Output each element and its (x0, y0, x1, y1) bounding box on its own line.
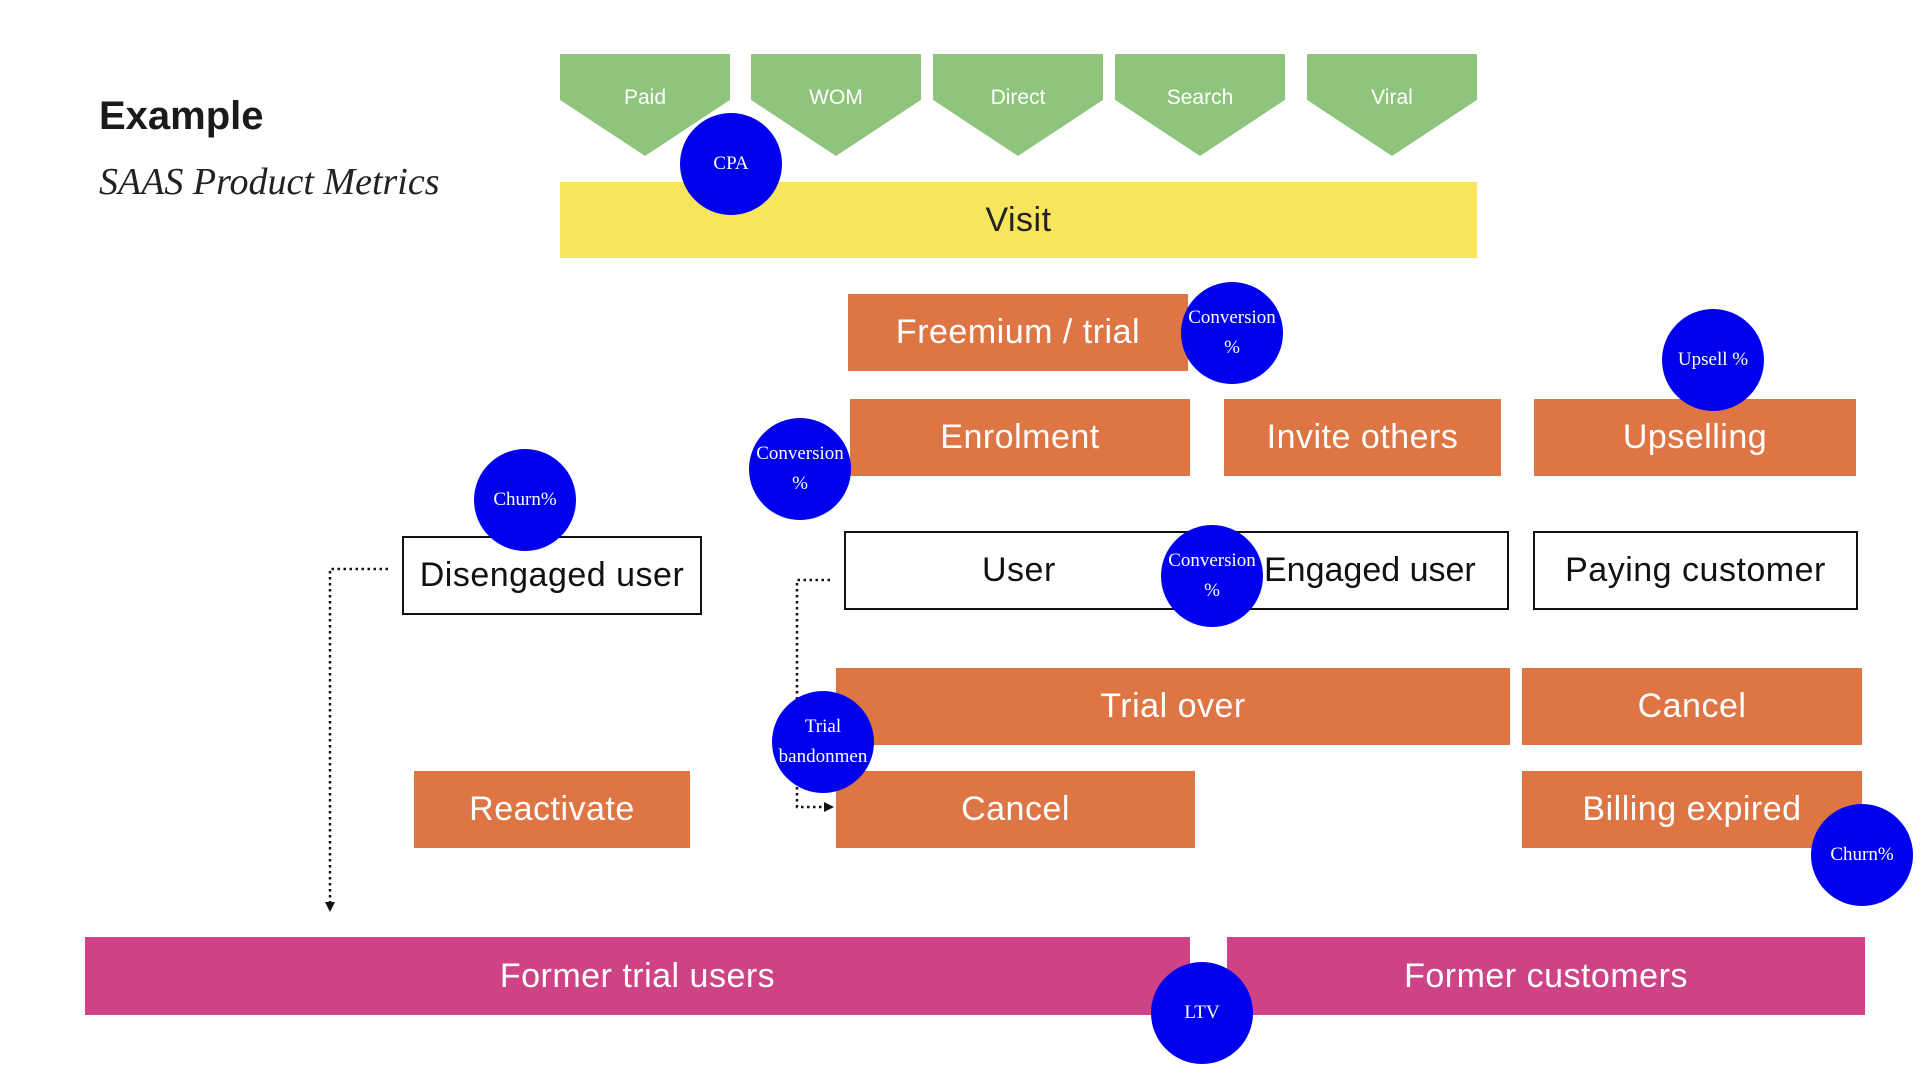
stage-freemium-trial: Freemium / trial (848, 294, 1188, 371)
stage-former-trial-users: Former trial users (85, 937, 1190, 1015)
channel-direct: Direct (933, 54, 1103, 156)
metric-conversion-user: Conversion % (1161, 525, 1263, 627)
stage-disengaged-user: Disengaged user (402, 536, 702, 615)
arrow-disengaged-to-former-trial (325, 567, 388, 912)
metric-ltv: LTV (1151, 962, 1253, 1064)
metric-cpa: CPA (680, 113, 782, 215)
stage-paying-customer: Paying customer (1533, 531, 1858, 610)
stage-trial-over: Trial over (836, 668, 1510, 745)
stage-engaged-user: Engaged user (1264, 551, 1476, 589)
metric-churn-billing: Churn% (1811, 804, 1913, 906)
metric-conversion-freemium: Conversion % (1181, 282, 1283, 384)
page-subtitle: SAAS Product Metrics (99, 161, 440, 203)
metric-trial-abandonment: Trial bandonmen (772, 691, 874, 793)
metric-conversion-enrolment: Conversion % (749, 418, 851, 520)
stage-reactivate: Reactivate (414, 771, 690, 848)
stage-upselling: Upselling (1534, 399, 1856, 476)
visit-bar: Visit (560, 182, 1477, 258)
metric-upsell: Upsell % (1662, 309, 1764, 411)
channel-search: Search (1115, 54, 1285, 156)
stage-invite-others: Invite others (1224, 399, 1501, 476)
metric-churn-disengaged: Churn% (474, 449, 576, 551)
stage-billing-expired: Billing expired (1522, 771, 1862, 848)
stage-enrolment: Enrolment (850, 399, 1190, 476)
stage-former-customers: Former customers (1227, 937, 1865, 1015)
page-title: Example (99, 94, 264, 138)
stage-cancel-trial: Cancel (836, 771, 1195, 848)
channel-viral: Viral (1307, 54, 1477, 156)
stage-cancel-customer: Cancel (1522, 668, 1862, 745)
